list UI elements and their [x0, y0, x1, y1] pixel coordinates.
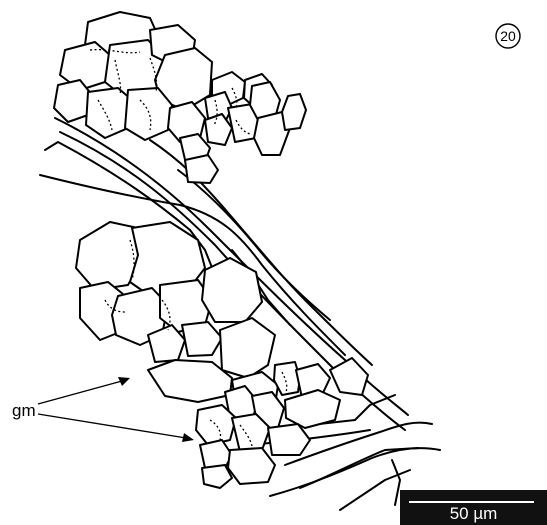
panel-badge: 20 — [496, 24, 520, 48]
scale-bar-label: 50 µm — [400, 504, 547, 524]
panel-number: 20 — [500, 28, 516, 44]
gm-label: gm — [12, 401, 36, 420]
gm-arrow-lower — [38, 414, 186, 438]
gm-arrow-upper — [38, 381, 122, 404]
scale-bar: 50 µm — [400, 490, 547, 525]
cell-cluster-top — [54, 12, 306, 183]
scale-bar-line — [409, 501, 534, 503]
